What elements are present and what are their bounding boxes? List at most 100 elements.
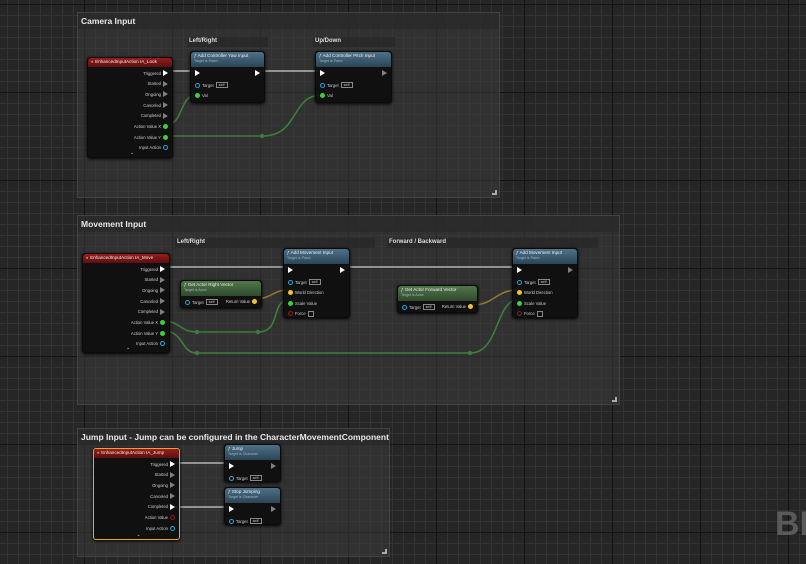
exec-in[interactable]	[320, 69, 325, 77]
pin-return-value[interactable]: Return Value	[442, 302, 473, 310]
exec-pin-icon[interactable]	[288, 267, 293, 273]
exec-in[interactable]	[517, 266, 522, 274]
resize-handle[interactable]	[492, 190, 497, 195]
exec-pin-icon[interactable]	[382, 70, 387, 76]
vector-pin-icon[interactable]	[517, 290, 522, 295]
expand-chevron-icon[interactable]: ⌄	[130, 150, 135, 156]
float-pin-icon[interactable]	[517, 300, 522, 306]
exec-pin-icon[interactable]	[160, 287, 165, 294]
output-pin-action-value-y[interactable]: Action Value Y	[131, 329, 165, 337]
exec-pin-icon[interactable]	[163, 112, 168, 119]
self-value-field[interactable]: self	[249, 475, 262, 481]
output-pin-input-action[interactable]: Input Action	[136, 340, 165, 348]
exec-pin-icon[interactable]	[195, 70, 200, 76]
exec-pin-icon[interactable]	[170, 482, 175, 489]
exec-out[interactable]	[271, 505, 276, 513]
object-pin-icon[interactable]	[170, 525, 175, 531]
exec-out[interactable]	[271, 462, 276, 470]
exec-pin-icon[interactable]	[271, 506, 276, 512]
pin-val[interactable]: Val	[320, 92, 333, 100]
object-pin-icon[interactable]	[402, 304, 407, 310]
float-pin-icon[interactable]	[195, 93, 200, 98]
vector-pin-icon[interactable]	[252, 298, 257, 304]
output-pin-action-value-y[interactable]: Action Value Y	[134, 133, 168, 141]
output-pin-triggered[interactable]: Triggered	[140, 265, 165, 273]
pin-return-value[interactable]: Return Value	[226, 297, 257, 305]
object-pin-icon[interactable]	[288, 279, 293, 285]
exec-in[interactable]	[229, 462, 234, 470]
subcomment-forward-backward[interactable]: Forward / Backward	[387, 238, 598, 248]
exec-pin-icon[interactable]	[163, 70, 168, 76]
exec-in[interactable]	[195, 69, 200, 77]
output-pin-completed[interactable]: Completed	[141, 112, 168, 120]
exec-pin-icon[interactable]	[229, 506, 234, 512]
subcomment-left-right[interactable]: Left/Right	[187, 37, 268, 47]
float-pin-icon[interactable]	[160, 330, 165, 336]
float-pin-icon[interactable]	[163, 134, 168, 140]
exec-pin-icon[interactable]	[170, 503, 175, 510]
exec-pin-icon[interactable]	[163, 80, 168, 87]
exec-out[interactable]	[568, 266, 573, 274]
object-pin-icon[interactable]	[195, 82, 200, 88]
force-checkbox[interactable]	[536, 310, 543, 317]
exec-out[interactable]	[382, 69, 387, 77]
object-pin-icon[interactable]	[320, 82, 325, 88]
resize-handle[interactable]	[612, 397, 617, 402]
float-pin-icon[interactable]	[163, 124, 168, 129]
resize-handle[interactable]	[382, 549, 387, 554]
pin-world-direction[interactable]: World Direction	[517, 289, 553, 297]
exec-out[interactable]	[340, 266, 345, 274]
output-pin-canceled[interactable]: Canceled	[140, 297, 165, 305]
pin-force[interactable]: Force	[517, 310, 543, 318]
exec-pin-icon[interactable]	[160, 266, 165, 272]
float-pin-icon[interactable]	[160, 320, 165, 325]
vector-pin-icon[interactable]	[288, 290, 293, 295]
object-pin-icon[interactable]	[185, 299, 190, 305]
exec-in[interactable]	[229, 505, 234, 513]
pin-force[interactable]: Force	[288, 310, 314, 318]
self-value-field[interactable]: self	[340, 82, 353, 88]
output-pin-canceled[interactable]: Canceled	[150, 492, 175, 500]
object-pin-icon[interactable]	[517, 279, 522, 285]
output-pin-ongoing[interactable]: Ongoing	[142, 286, 165, 294]
float-pin-icon[interactable]	[320, 93, 325, 98]
bool-pin-icon[interactable]	[170, 515, 175, 520]
subcomment-up-down[interactable]: Up/Down	[313, 37, 395, 47]
output-pin-started[interactable]: Started	[144, 276, 165, 284]
output-pin-canceled[interactable]: Canceled	[143, 101, 168, 109]
float-pin-icon[interactable]	[288, 300, 293, 306]
exec-pin-icon[interactable]	[163, 102, 168, 109]
subcomment-left-right[interactable]: Left/Right	[175, 238, 375, 248]
force-checkbox[interactable]	[307, 310, 314, 317]
exec-pin-icon[interactable]	[255, 70, 260, 76]
object-pin-icon[interactable]	[229, 518, 234, 524]
exec-pin-icon[interactable]	[568, 267, 573, 273]
exec-pin-icon[interactable]	[160, 298, 165, 305]
exec-pin-icon[interactable]	[160, 308, 165, 315]
bool-pin-icon[interactable]	[288, 311, 293, 316]
output-pin-ongoing[interactable]: Ongoing	[152, 481, 175, 489]
expand-chevron-icon[interactable]: ⌄	[136, 532, 141, 538]
output-pin-triggered[interactable]: Triggered	[143, 69, 168, 77]
output-pin-input-action[interactable]: Input Action	[146, 524, 175, 532]
self-value-field[interactable]: self	[308, 279, 321, 285]
exec-pin-icon[interactable]	[160, 276, 165, 283]
exec-pin-icon[interactable]	[170, 461, 175, 467]
pin-val[interactable]: Val	[195, 92, 208, 100]
output-pin-completed[interactable]: Completed	[138, 308, 165, 316]
exec-pin-icon[interactable]	[271, 463, 276, 469]
output-pin-action-value-x[interactable]: Action Value X	[134, 123, 168, 131]
